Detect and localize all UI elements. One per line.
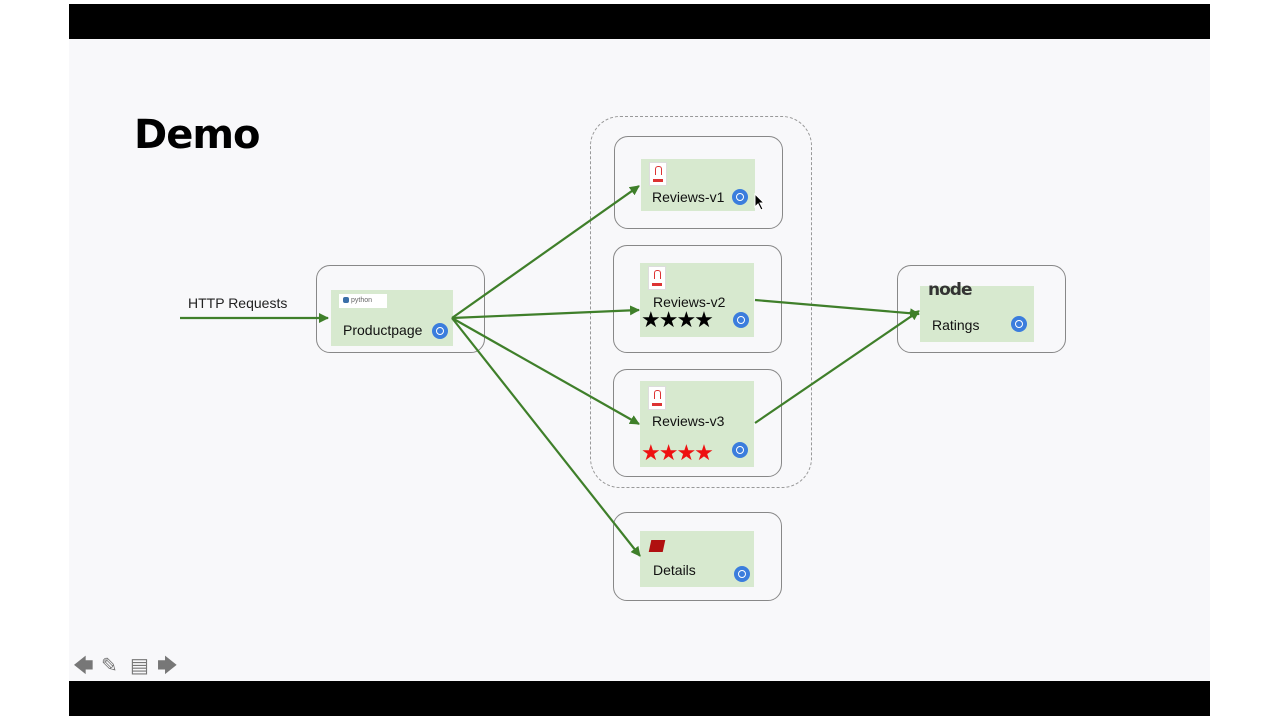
- gear-icon: [733, 312, 749, 328]
- pencil-icon[interactable]: ✎: [101, 655, 118, 677]
- arrow-productpage-to-reviews-v3: [451, 317, 640, 425]
- arrow-productpage-to-reviews-v1: [451, 185, 640, 319]
- letterbox-top: [69, 4, 1210, 39]
- reviews-v1-label: Reviews-v1: [652, 189, 725, 205]
- details-service: Details: [613, 512, 782, 601]
- nodejs-icon: node: [928, 280, 972, 300]
- arrow-reviews-v3-to-ratings: [754, 310, 920, 424]
- python-icon: python: [339, 294, 387, 308]
- details-label: Details: [653, 562, 696, 578]
- next-slide-arrow-icon[interactable]: 🡆: [157, 655, 178, 677]
- ratings-label: Ratings: [932, 317, 980, 333]
- arrow-productpage-to-reviews-v2: [451, 305, 640, 320]
- reviews-v2-label: Reviews-v2: [653, 294, 726, 310]
- notes-icon[interactable]: ▤: [130, 655, 149, 677]
- black-stars-rating: ★★★★: [641, 307, 714, 332]
- http-requests-label: HTTP Requests: [188, 295, 288, 311]
- gear-icon: [1011, 316, 1027, 332]
- gear-icon: [432, 323, 448, 339]
- java-icon: [648, 266, 666, 290]
- mouse-cursor-icon: [754, 193, 766, 211]
- java-icon: [648, 386, 666, 410]
- arrow-productpage-to-details: [451, 317, 641, 557]
- reviews-v2-service: Reviews-v2 ★★★★: [613, 245, 782, 353]
- reviews-v3-service: Reviews-v3 ★★★★: [613, 369, 782, 477]
- ratings-inner: [920, 286, 1034, 342]
- gear-icon: [734, 566, 750, 582]
- reviews-group-box: [590, 116, 812, 488]
- slide-title: Demo: [134, 112, 260, 158]
- java-icon: [649, 162, 667, 186]
- arrow-reviews-v2-to-ratings: [754, 298, 920, 319]
- reviews-v1-service: Reviews-v1: [614, 136, 783, 229]
- productpage-service: python Productpage: [316, 265, 485, 353]
- letterbox-bottom: [69, 681, 1210, 716]
- productpage-label: Productpage: [343, 322, 423, 338]
- gear-icon: [732, 442, 748, 458]
- ratings-service: node Ratings: [897, 265, 1066, 353]
- gear-icon: [732, 189, 748, 205]
- prev-slide-arrow-icon[interactable]: 🡄: [73, 655, 94, 677]
- red-stars-rating: ★★★★: [641, 440, 714, 465]
- reviews-v3-label: Reviews-v3: [652, 413, 725, 429]
